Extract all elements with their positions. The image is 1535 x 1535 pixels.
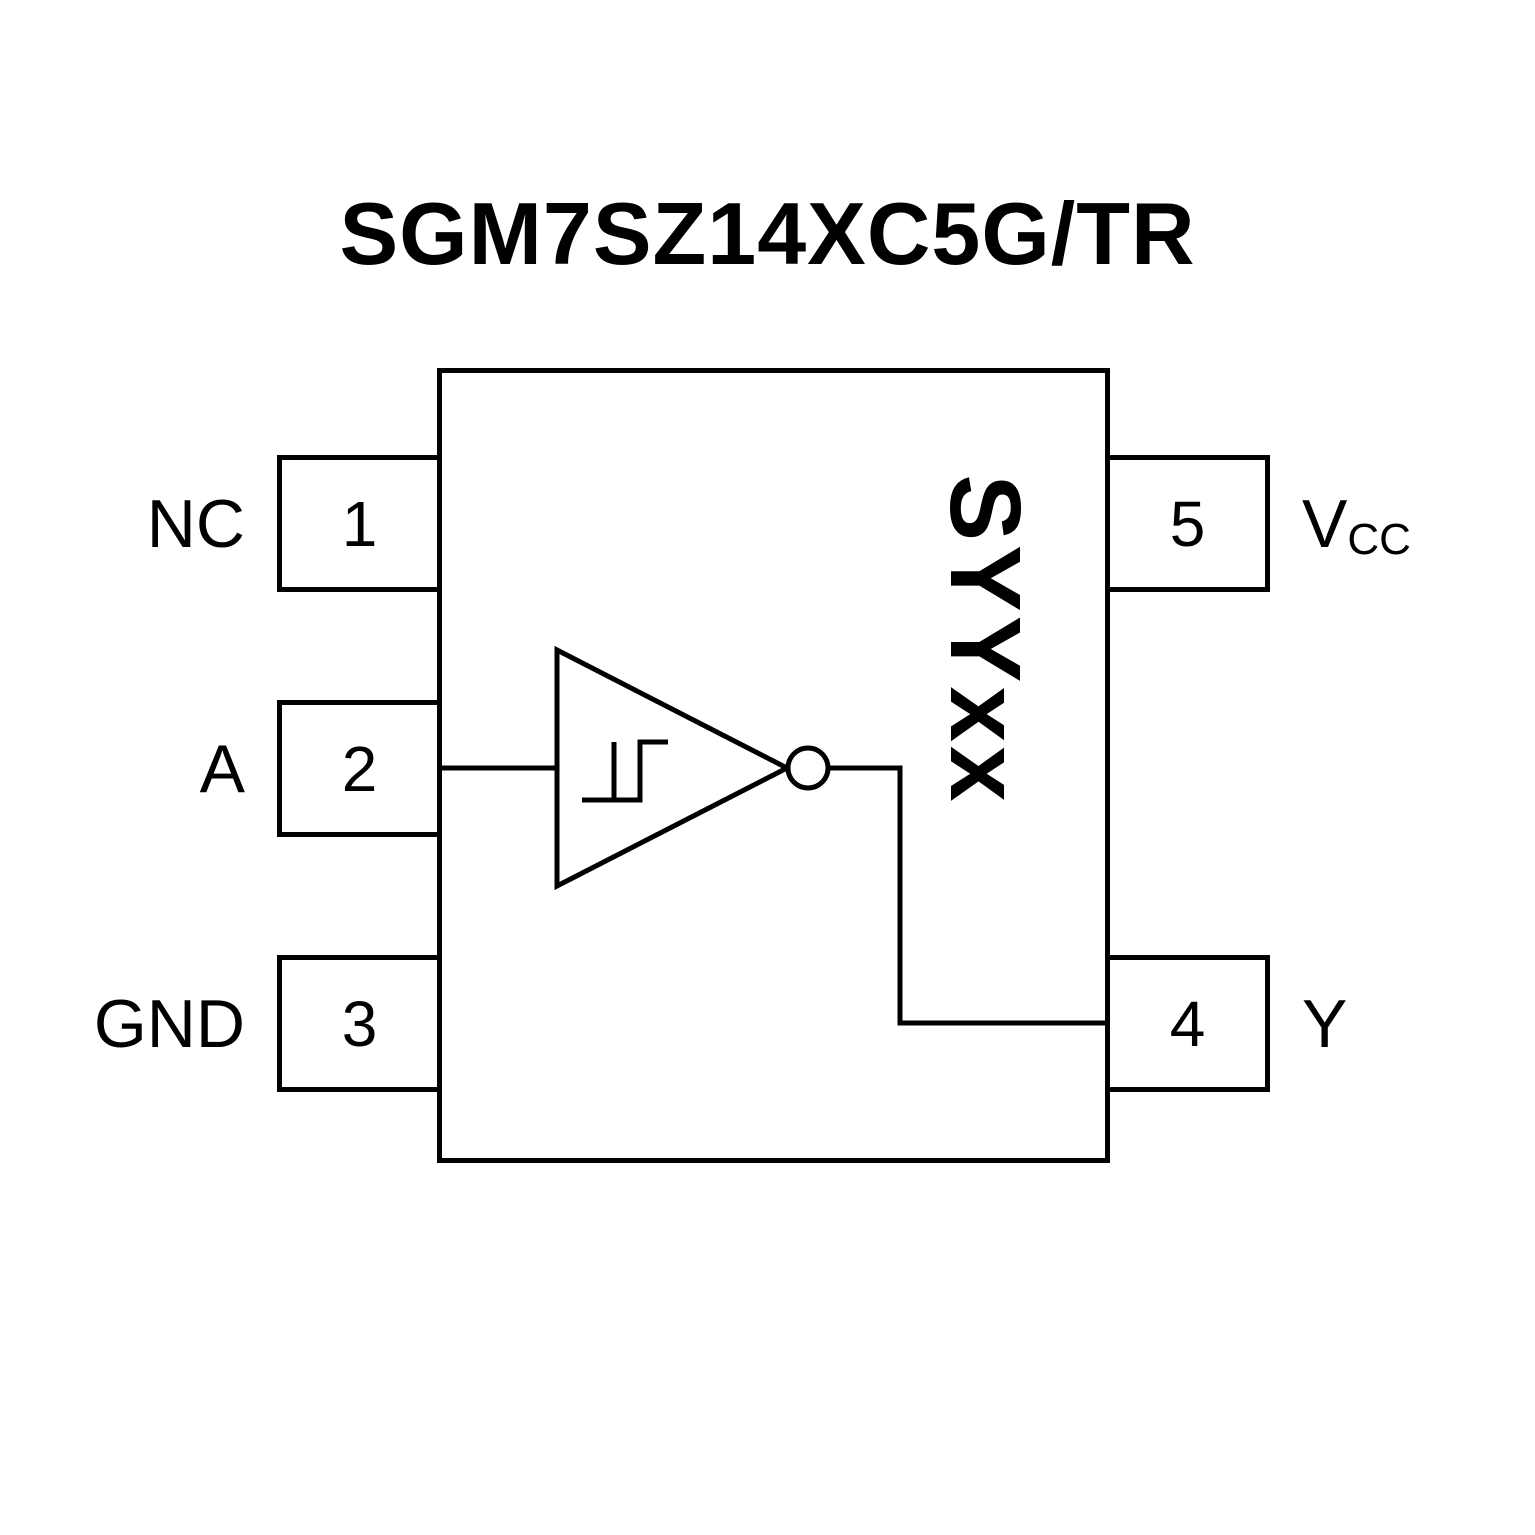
pin-box-2: 2 xyxy=(277,700,442,837)
pin-label-a: A xyxy=(30,700,245,837)
hysteresis-icon xyxy=(582,739,668,803)
pin-number-3: 3 xyxy=(341,987,378,1060)
pin-number-4: 4 xyxy=(1169,987,1206,1060)
pin-label-a-text: A xyxy=(199,730,245,807)
part-number-title: SGM7SZ14XC5G/TR xyxy=(339,184,1196,283)
chip-marking: SYYxx xyxy=(929,474,1041,806)
pin-number-5: 5 xyxy=(1169,487,1206,560)
pin-label-y: Y xyxy=(1302,955,1532,1092)
pin-box-5: 5 xyxy=(1105,455,1270,592)
pin-number-2: 2 xyxy=(341,732,378,805)
inversion-bubble-icon xyxy=(785,745,831,791)
pin-label-nc-text: NC xyxy=(146,485,245,562)
pin-label-gnd-text: GND xyxy=(93,985,245,1062)
pin-number-1: 1 xyxy=(341,487,378,560)
pin-label-y-main: Y xyxy=(1302,985,1348,1062)
pin-box-3: 3 xyxy=(277,955,442,1092)
pin-label-nc: NC xyxy=(30,455,245,592)
pin-box-4: 4 xyxy=(1105,955,1270,1092)
pin-label-gnd: GND xyxy=(30,955,245,1092)
pin-label-vcc-sub: CC xyxy=(1347,514,1411,564)
output-wire xyxy=(828,765,1107,1026)
pin-box-1: 1 xyxy=(277,455,442,592)
inverter-gate-icon xyxy=(554,645,793,891)
pin-label-vcc-main: V xyxy=(1302,485,1348,562)
